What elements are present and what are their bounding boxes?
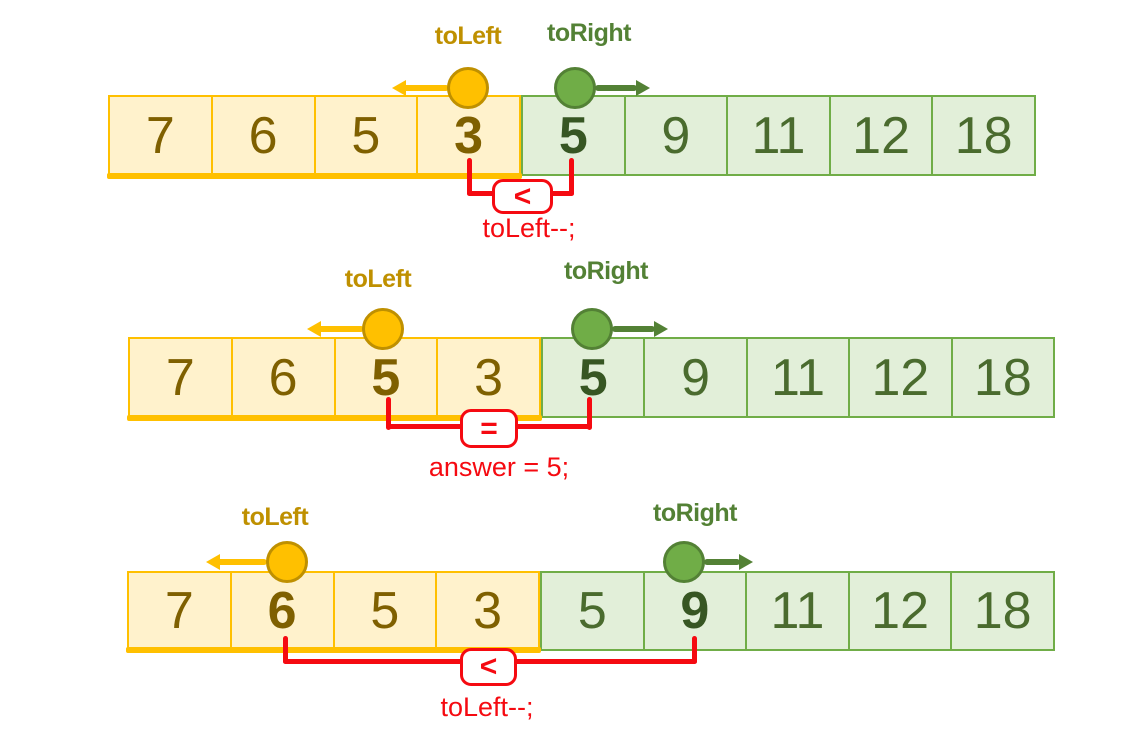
array-left-partition: 7 6 5 3 [128, 337, 541, 418]
array-cell: 18 [954, 106, 1013, 165]
array-cell: 3 [474, 348, 504, 407]
comparison-operator: < [479, 650, 498, 683]
comparison-operator: < [513, 179, 532, 213]
bracket-right-line [692, 636, 697, 664]
toright-pointer-circle [663, 541, 705, 583]
array-cell: 5 [316, 97, 419, 174]
right-arrow-icon [654, 321, 668, 337]
bracket-left-line [386, 424, 463, 429]
array-cell: 11 [747, 573, 850, 649]
bracket-right-line [549, 191, 574, 196]
array-cell-highlight: 5 [336, 339, 439, 416]
array-cell: 11 [748, 339, 851, 416]
toleft-pointer-circle [447, 67, 489, 109]
array-cell-highlight: 6 [232, 573, 335, 649]
array-cell: 7 [130, 339, 233, 416]
code-annotation: toLeft--; [482, 213, 576, 243]
array-right-partition: 5 9 11 12 18 [521, 95, 1036, 176]
toleft-pointer-label: toLeft [241, 503, 309, 531]
right-arrow-line [612, 326, 655, 332]
right-arrow-line [595, 85, 637, 91]
left-arrow-line [318, 326, 364, 332]
toright-pointer-label: toRight [564, 257, 648, 285]
array-cell: 12 [850, 573, 953, 649]
left-partition-underline [127, 415, 542, 421]
left-arrow-icon [392, 80, 406, 96]
bracket-right-line [514, 659, 697, 664]
bracket-right-line [587, 397, 592, 430]
array-cell-highlight: 3 [454, 106, 484, 165]
array-cell-highlight: 9 [645, 573, 748, 649]
left-partition-underline [126, 647, 541, 653]
array-cell: 12 [831, 97, 934, 174]
left-arrow-icon [206, 554, 220, 570]
array-cell: 5 [335, 573, 438, 649]
toleft-pointer-circle [362, 308, 404, 350]
array-cell-highlight: 5 [523, 97, 626, 174]
toleft-pointer-label: toLeft [434, 22, 502, 50]
comparison-operator-box: < [460, 648, 517, 686]
bracket-left-line [467, 191, 497, 196]
bracket-right-line [569, 158, 574, 196]
array-cell: 18 [973, 582, 1032, 640]
array-cell: 7 [129, 573, 232, 649]
left-partition-underline [107, 173, 522, 179]
array-left-partition: 7 6 5 3 [108, 95, 521, 176]
toright-pointer-circle [554, 67, 596, 109]
left-arrow-line [403, 85, 449, 91]
array-cell: 12 [850, 339, 953, 416]
array-cell: 5 [542, 573, 645, 649]
right-arrow-line [704, 559, 740, 565]
array-cell: 9 [626, 97, 729, 174]
left-arrow-line [217, 559, 267, 565]
code-annotation: toLeft--; [440, 692, 534, 722]
array-right-partition: 5 9 11 12 18 [540, 571, 1055, 651]
right-arrow-icon [636, 80, 650, 96]
array-cell-highlight: 5 [543, 339, 646, 416]
array-left-partition: 7 6 5 3 [127, 571, 540, 651]
toright-pointer-circle [571, 308, 613, 350]
bracket-left-line [386, 397, 391, 430]
bracket-left-line [283, 636, 288, 664]
toleft-pointer-circle [266, 541, 308, 583]
array-cell: 9 [645, 339, 748, 416]
toright-pointer-label: toRight [653, 499, 737, 527]
array-right-partition: 5 9 11 12 18 [541, 337, 1055, 418]
comparison-operator: = [480, 411, 498, 445]
array-cell: 11 [728, 97, 831, 174]
code-annotation: answer = 5; [428, 452, 570, 482]
right-arrow-icon [739, 554, 753, 570]
comparison-operator-box: < [492, 179, 553, 214]
bracket-left-line [467, 158, 472, 196]
bracket-left-line [283, 659, 463, 664]
array-cell: 3 [473, 582, 503, 640]
bracket-right-line [515, 424, 592, 429]
toleft-pointer-label: toLeft [344, 265, 412, 293]
array-cell: 6 [233, 339, 336, 416]
array-cell: 18 [973, 348, 1032, 407]
array-cell: 6 [213, 97, 316, 174]
array-cell: 7 [110, 97, 213, 174]
toright-pointer-label: toRight [547, 19, 631, 47]
comparison-operator-box: = [460, 409, 518, 448]
left-arrow-icon [307, 321, 321, 337]
